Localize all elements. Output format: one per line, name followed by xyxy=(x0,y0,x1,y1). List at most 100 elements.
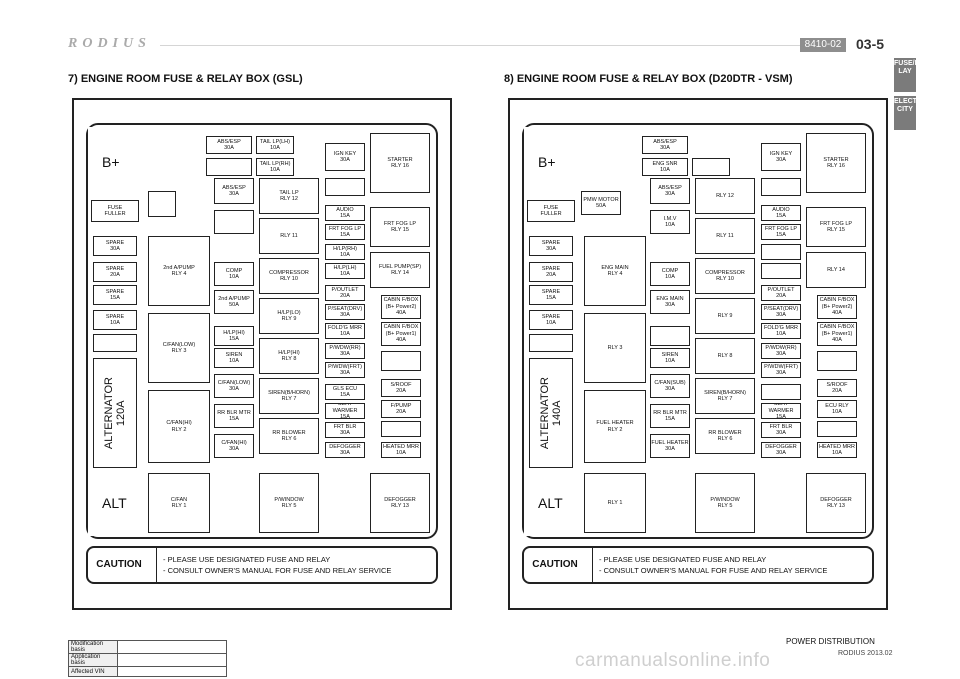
empty-slot xyxy=(381,421,421,437)
label-line: IGN KEY xyxy=(769,150,793,157)
label-line: 2nd A/PUMP xyxy=(218,295,250,302)
label-line: FRT BLR xyxy=(333,423,357,430)
label-line: RLY 4 xyxy=(607,271,623,277)
label-line: FUEL HEATER xyxy=(596,420,634,426)
tab-fuse-relay[interactable]: FUSE/RE LAY xyxy=(894,58,924,92)
label-line: 10A xyxy=(340,252,350,258)
label-line: SPARE xyxy=(541,313,561,320)
label-line: RLY 12 xyxy=(716,192,734,199)
label-line: SIREN xyxy=(225,351,243,358)
label-line: RLY 5 xyxy=(281,503,297,509)
small-fuse xyxy=(761,384,801,400)
label-line: AUDIO xyxy=(336,206,354,213)
label-line: COMPRESSOR xyxy=(705,269,745,276)
label-line: DEFOGGER xyxy=(765,443,797,450)
label-line: 10A xyxy=(229,274,239,280)
label-line: FRT FOG LP xyxy=(819,220,853,227)
label-line: RLY 12 xyxy=(280,196,298,202)
top-fuse: TAIL LP(RH)10A xyxy=(256,158,294,176)
small-fuse: H/LP(LH)10A xyxy=(325,263,365,279)
caution-notes: - PLEASE USE DESIGNATED FUSE AND RELAY- … xyxy=(163,554,436,576)
label-line: ABS/ESP xyxy=(217,138,241,145)
label-line: RLY 3 xyxy=(171,348,187,354)
label-line: RLY 11 xyxy=(280,232,298,239)
label-line: 30A xyxy=(340,157,350,163)
label-line: 50A xyxy=(596,203,606,209)
label-line: S/ROOF xyxy=(826,381,848,388)
label-line: 30A xyxy=(224,145,234,151)
label-line: 10A xyxy=(340,271,350,277)
label-line: 15A xyxy=(340,232,350,238)
label-line: 30A xyxy=(229,191,239,197)
empty-slot xyxy=(93,334,137,352)
label-line: P/OUTLET xyxy=(331,286,359,293)
label-line: - PLEASE USE DESIGNATED FUSE AND RELAY xyxy=(599,555,767,564)
empty-slot xyxy=(529,334,573,352)
label-line: SIREN xyxy=(661,351,679,358)
relay-mid: RLY 11 xyxy=(695,218,755,254)
small-fuse xyxy=(761,244,801,260)
label-line: P/WDW(FRT) xyxy=(764,363,798,370)
label-line: TAIL LP(LH) xyxy=(260,138,290,145)
label-line: 10A xyxy=(229,358,239,364)
label-line: RLY 7 xyxy=(717,396,733,402)
label-line: 30A xyxy=(665,302,675,308)
label-line: FOLD'G MRR xyxy=(763,324,799,331)
relay-mid: SIREN(B/HORN)RLY 7 xyxy=(259,378,319,414)
label-line: 30A xyxy=(229,386,239,392)
label-line: 10A xyxy=(832,450,842,456)
label-line: 120A xyxy=(115,400,127,426)
label-line: 10A xyxy=(832,409,842,415)
fuse-slot xyxy=(214,210,254,234)
label-line: RLY 7 xyxy=(281,396,297,402)
tab-electricity[interactable]: ELECTRI CITY xyxy=(894,96,924,130)
small-fuse: P/WDW(RR)30A xyxy=(761,343,801,359)
label-line: TAIL LP xyxy=(279,189,299,196)
label-line: RLY 13 xyxy=(391,503,409,509)
label-line: SPARE xyxy=(541,239,561,246)
label-line: RLY 16 xyxy=(827,163,845,169)
label-line: RR BLR MTR xyxy=(217,409,251,416)
label-line: 30A xyxy=(229,446,239,452)
label-line: RLY 1 xyxy=(607,499,623,506)
small-fuse xyxy=(761,263,801,279)
label-line: RLY 10 xyxy=(280,276,298,282)
label-line: S/ROOF xyxy=(390,381,412,388)
label-line: F/PUMP xyxy=(390,402,412,409)
watermark: carmanualsonline.info xyxy=(575,650,771,671)
label-line: FRT FOG LP xyxy=(383,220,417,227)
empty-slot xyxy=(206,158,252,176)
affected-vin-label: Affected VIN xyxy=(68,666,118,677)
label-line: 15A xyxy=(546,295,556,301)
cabin-fuse: CABIN F/BOX(B+ Power1)40A xyxy=(381,322,421,346)
label-line: 10A xyxy=(270,145,280,151)
label-line: P/WINDOW xyxy=(710,496,740,503)
label-line: 2nd A/PUMP xyxy=(163,264,195,271)
label-line: 10A xyxy=(660,167,670,173)
label-line: 15A xyxy=(340,392,350,398)
relay-left: RLY 3 xyxy=(584,313,646,383)
caution-label: CAUTION xyxy=(532,558,578,570)
cabin-fuse: CABIN F/BOX(B+ Power1)40A xyxy=(817,322,857,346)
label-line: P/SEAT(DRV) xyxy=(763,305,799,312)
